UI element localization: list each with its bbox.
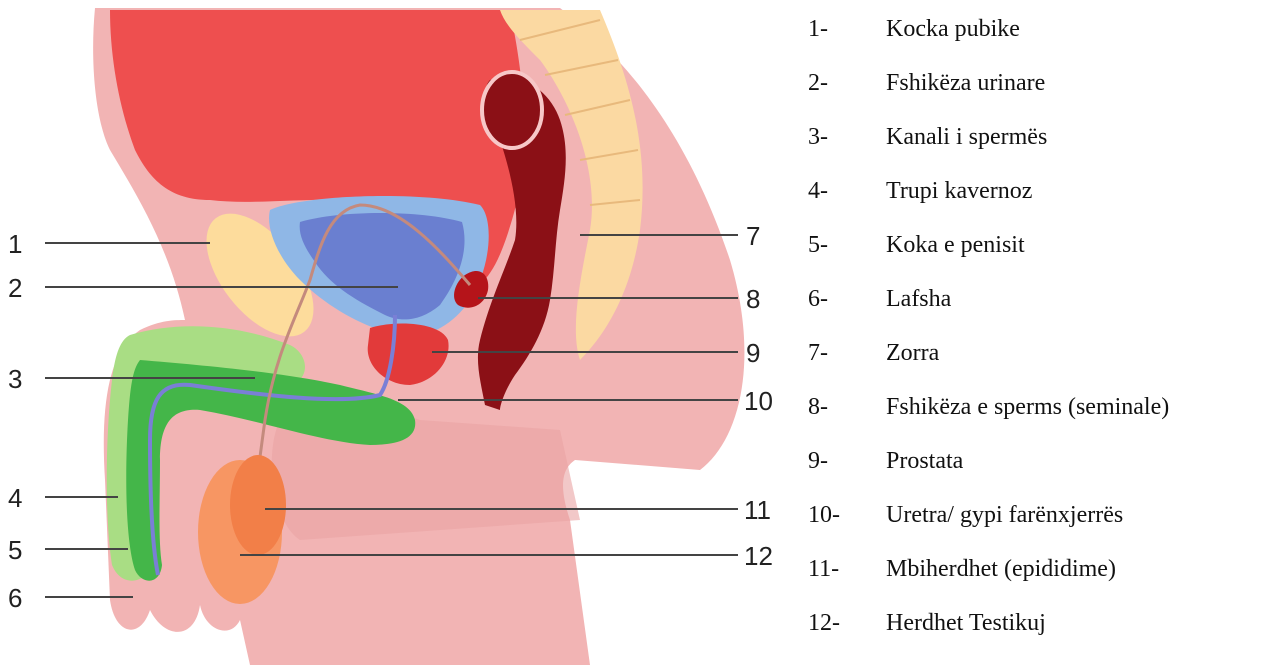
legend-label: Fshikëza e sperms (seminale) bbox=[886, 383, 1169, 431]
legend-label: Kocka pubike bbox=[886, 5, 1020, 53]
anatomy-diagram: 1 2 3 4 5 6 7 8 9 10 11 12 bbox=[0, 0, 800, 665]
callout-3: 3 bbox=[8, 364, 22, 394]
legend-num: 12- bbox=[808, 599, 878, 647]
rectum-top bbox=[482, 72, 542, 148]
legend-num: 3- bbox=[808, 113, 878, 161]
legend-label: Herdhet Testikuj bbox=[886, 599, 1046, 647]
legend-num: 1- bbox=[808, 5, 878, 53]
legend-label: Prostata bbox=[886, 437, 963, 485]
legend: 1- Kocka pubike 2- Fshikëza urinare 3- K… bbox=[808, 0, 1269, 665]
callout-12: 12 bbox=[744, 541, 773, 571]
legend-num: 5- bbox=[808, 221, 878, 269]
legend-num: 7- bbox=[808, 329, 878, 377]
callout-11: 11 bbox=[744, 495, 771, 525]
legend-label: Lafsha bbox=[886, 275, 951, 323]
legend-num: 9- bbox=[808, 437, 878, 485]
callout-6: 6 bbox=[8, 583, 22, 613]
legend-label: Trupi kavernoz bbox=[886, 167, 1032, 215]
callout-7: 7 bbox=[746, 221, 760, 251]
legend-label: Fshikëza urinare bbox=[886, 59, 1045, 107]
callout-9: 9 bbox=[746, 338, 760, 368]
callout-1: 1 bbox=[8, 229, 22, 259]
callout-8: 8 bbox=[746, 284, 760, 314]
legend-label: Zorra bbox=[886, 329, 939, 377]
legend-num: 10- bbox=[808, 491, 878, 539]
legend-num: 11- bbox=[808, 545, 878, 593]
callout-5: 5 bbox=[8, 535, 22, 565]
legend-num: 8- bbox=[808, 383, 878, 431]
legend-num: 4- bbox=[808, 167, 878, 215]
callout-10: 10 bbox=[744, 386, 773, 416]
epididymis bbox=[230, 455, 286, 555]
legend-label: Kanali i spermës bbox=[886, 113, 1047, 161]
callout-4: 4 bbox=[8, 483, 22, 513]
callout-2: 2 bbox=[8, 273, 22, 303]
legend-num: 2- bbox=[808, 59, 878, 107]
legend-num: 6- bbox=[808, 275, 878, 323]
legend-label: Mbiherdhet (epididime) bbox=[886, 545, 1116, 593]
legend-label: Koka e penisit bbox=[886, 221, 1025, 269]
legend-label: Uretra/ gypi farënxjerrës bbox=[886, 491, 1123, 539]
